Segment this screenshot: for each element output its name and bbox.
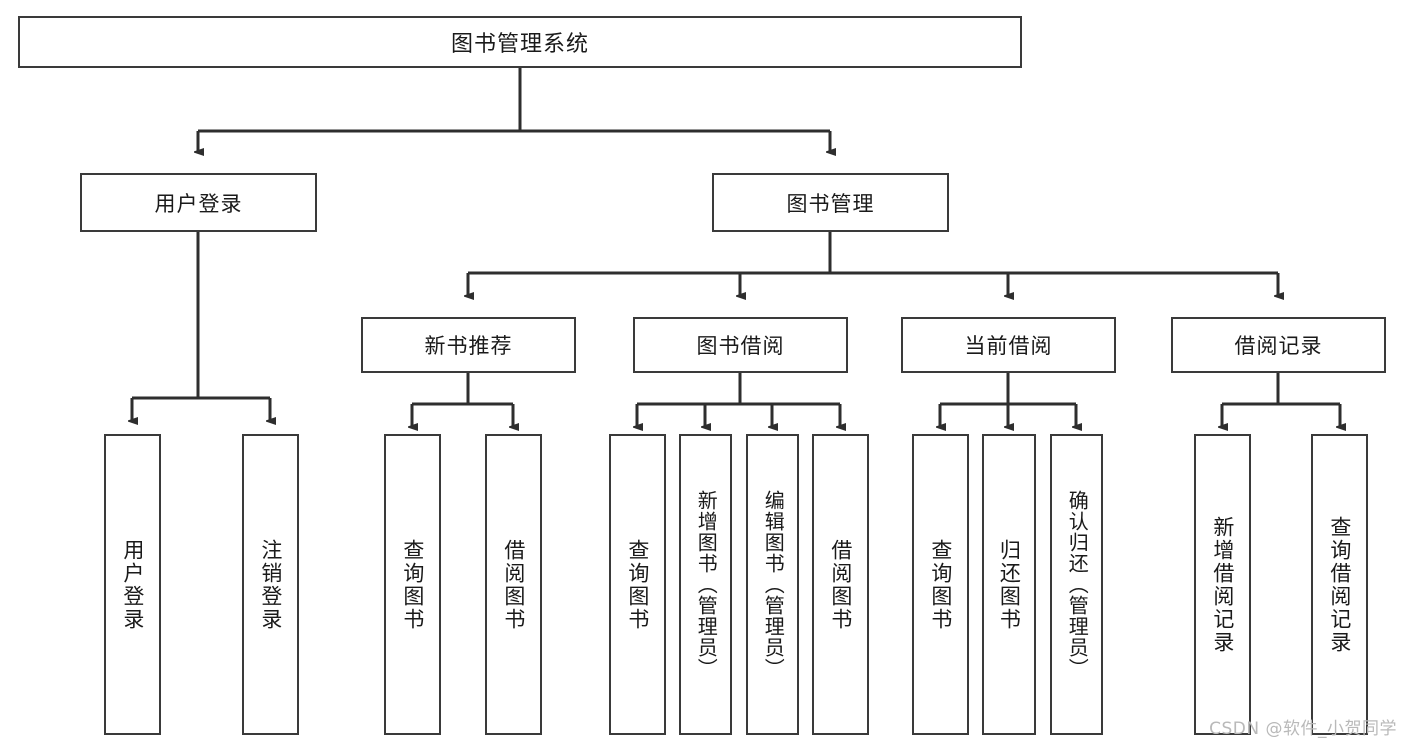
leaf-borrow-query-book[interactable]: 查询图书 xyxy=(609,434,666,735)
node-user-login[interactable]: 用户登录 xyxy=(80,173,317,232)
leaf-newbook-borrow-book[interactable]: 借阅图书 xyxy=(485,434,542,735)
leaf-label: 编辑图书（管理员） xyxy=(761,490,786,679)
leaf-label: 确认归还（管理员） xyxy=(1065,490,1090,679)
leaf-label: 注销登录 xyxy=(258,538,283,631)
leaf-logout[interactable]: 注销登录 xyxy=(242,434,299,735)
leaf-label: 新增借阅记录 xyxy=(1210,515,1235,654)
leaf-label: 查询图书 xyxy=(400,538,425,631)
leaf-user-login[interactable]: 用户登录 xyxy=(104,434,161,735)
leaf-records-query-record[interactable]: 查询借阅记录 xyxy=(1311,434,1368,735)
leaf-label: 查询借阅记录 xyxy=(1327,515,1352,654)
leaf-borrow-add-book-admin[interactable]: 新增图书（管理员） xyxy=(679,434,732,735)
leaf-label: 归还图书 xyxy=(997,538,1022,631)
node-current-borrow[interactable]: 当前借阅 xyxy=(901,317,1116,373)
node-book-borrow[interactable]: 图书借阅 xyxy=(633,317,848,373)
node-new-book-recommend[interactable]: 新书推荐 xyxy=(361,317,576,373)
leaf-current-query-book[interactable]: 查询图书 xyxy=(912,434,969,735)
leaf-current-return-book[interactable]: 归还图书 xyxy=(982,434,1036,735)
watermark-text: CSDN @软件_小贺同学 xyxy=(1209,719,1397,739)
leaf-label: 新增图书（管理员） xyxy=(694,490,719,679)
leaf-records-add-record[interactable]: 新增借阅记录 xyxy=(1194,434,1251,735)
leaf-label: 查询图书 xyxy=(625,538,650,631)
node-book-management[interactable]: 图书管理 xyxy=(712,173,949,232)
leaf-borrow-borrow-book[interactable]: 借阅图书 xyxy=(812,434,869,735)
leaf-borrow-edit-book-admin[interactable]: 编辑图书（管理员） xyxy=(746,434,799,735)
leaf-newbook-query-book[interactable]: 查询图书 xyxy=(384,434,441,735)
leaf-current-confirm-return-admin[interactable]: 确认归还（管理员） xyxy=(1050,434,1103,735)
leaf-label: 用户登录 xyxy=(120,538,145,631)
leaf-label: 查询图书 xyxy=(928,538,953,631)
leaf-label: 借阅图书 xyxy=(828,538,853,631)
node-root-system[interactable]: 图书管理系统 xyxy=(18,16,1022,68)
leaf-label: 借阅图书 xyxy=(501,538,526,631)
node-borrow-records[interactable]: 借阅记录 xyxy=(1171,317,1386,373)
